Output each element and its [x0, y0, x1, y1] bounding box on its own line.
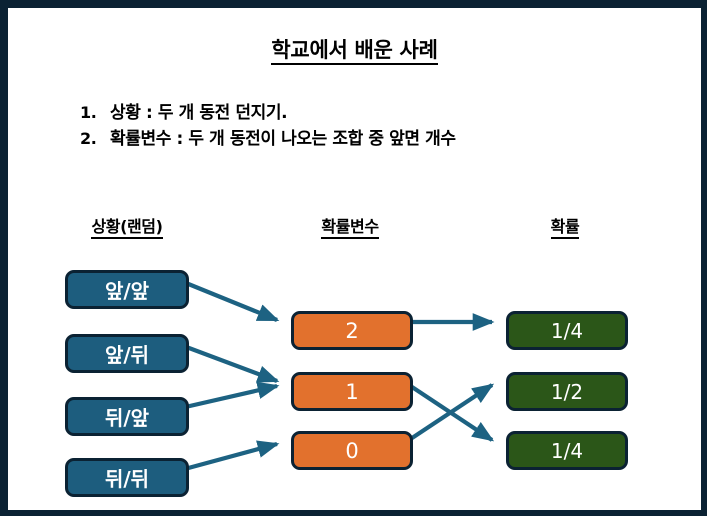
node-label: 1/4: [550, 438, 584, 463]
variable-node-1[interactable]: 1: [291, 372, 413, 411]
bullet-list: 1. 상황 : 두 개 동전 던지기. 2. 확률변수 : 두 개 동전이 나오…: [80, 100, 680, 152]
column-header-probability: 확률: [498, 213, 632, 239]
node-label: 0: [345, 438, 359, 463]
column-header-probability-text: 확률: [550, 217, 580, 239]
column-header-situation: 상황(랜덤): [56, 213, 198, 239]
probability-node-one-quarter-bottom[interactable]: 1/4: [506, 431, 628, 470]
column-header-variable-text: 확률변수: [321, 217, 379, 239]
edge-s1-v1: [180, 343, 280, 383]
bullet-number: 1.: [80, 103, 97, 122]
situation-node-tail-tail[interactable]: 뒤/뒤: [65, 458, 189, 497]
column-header-variable: 확률변수: [283, 213, 417, 239]
list-item: 2. 확률변수 : 두 개 동전이 나오는 조합 중 앞면 개수: [80, 126, 680, 152]
node-label: 앞/뒤: [104, 343, 150, 367]
node-label: 뒤/앞: [104, 406, 150, 430]
edge-s2-v1: [180, 381, 280, 411]
node-label: 뒤/뒤: [104, 467, 150, 491]
column-header-situation-text: 상황(랜덤): [91, 217, 163, 239]
list-item: 1. 상황 : 두 개 동전 던지기.: [80, 100, 680, 126]
edge-v2-p1: [404, 383, 495, 444]
bullet-number: 2.: [80, 129, 97, 148]
edge-s3-v2: [180, 440, 280, 473]
bullet-text: 확률변수 : 두 개 동전이 나오는 조합 중 앞면 개수: [110, 129, 456, 149]
bullet-text: 상황 : 두 개 동전 던지기.: [110, 103, 288, 123]
node-label: 1/2: [550, 379, 584, 404]
node-label: 1/4: [550, 318, 584, 343]
page-title-text: 학교에서 배운 사례: [271, 38, 438, 65]
situation-node-head-tail[interactable]: 앞/뒤: [65, 334, 189, 373]
situation-node-head-head[interactable]: 앞/앞: [65, 270, 189, 309]
node-label: 앞/앞: [104, 279, 150, 303]
edge-s0-v0: [180, 279, 280, 322]
probability-node-one-half[interactable]: 1/2: [506, 372, 628, 411]
variable-node-0[interactable]: 0: [291, 431, 413, 470]
page-title: 학교에서 배운 사례: [8, 34, 701, 65]
variable-node-2[interactable]: 2: [291, 311, 413, 350]
probability-node-one-quarter-top[interactable]: 1/4: [506, 311, 628, 350]
node-label: 1: [345, 379, 359, 404]
node-label: 2: [345, 318, 359, 343]
situation-node-tail-head[interactable]: 뒤/앞: [65, 397, 189, 436]
